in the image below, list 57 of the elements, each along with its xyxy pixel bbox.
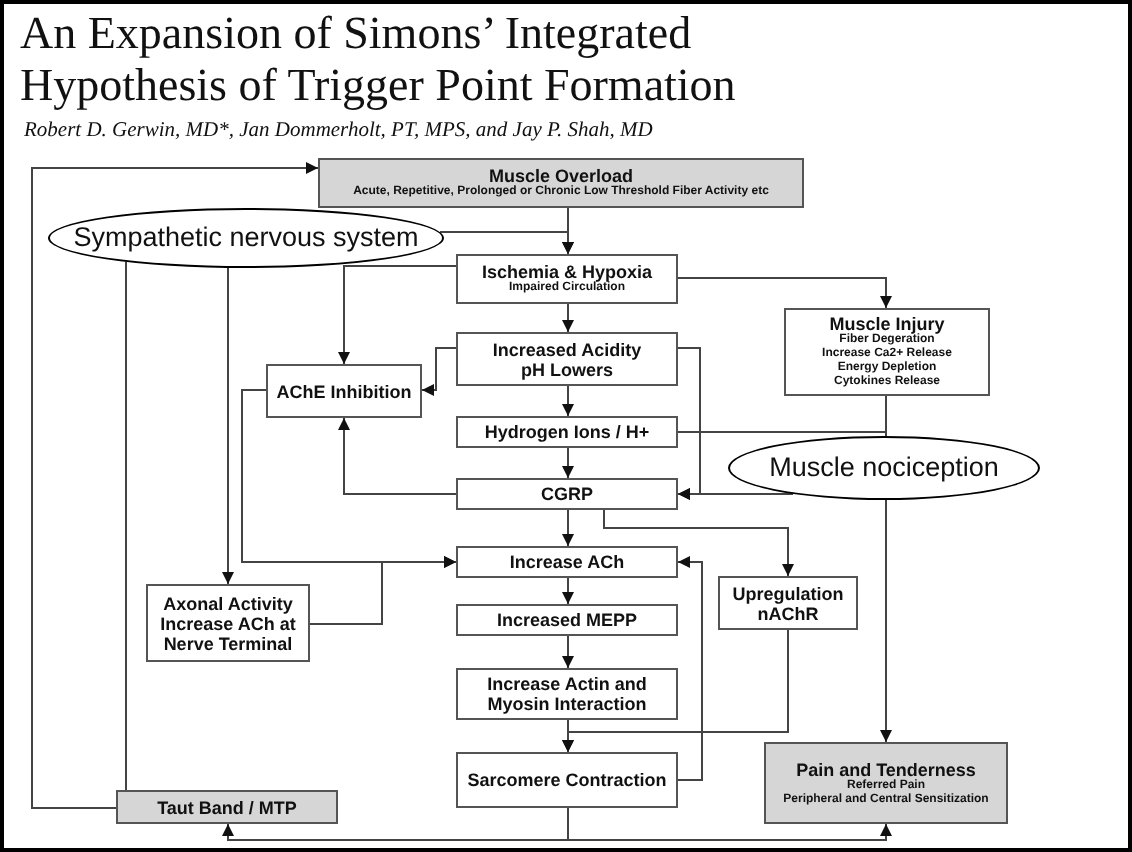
node-label: Sympathetic nervous system [73,222,419,254]
connector-arrow [222,266,234,585]
node-heading: Increase ACh at Nerve Terminal [158,613,298,653]
node-heading: AChE Inhibition [276,381,412,401]
node-heading: nAChR [757,603,819,623]
node-heading: Increase Actin and Myosin Interaction [485,674,649,714]
connector-arrow [562,635,574,669]
connector-arrow [562,447,574,479]
process-box [456,478,678,510]
node-heading: Increased Acidity [492,339,642,359]
connector-arrow [880,499,892,743]
highlight-box [116,790,338,824]
process-box [146,584,310,662]
highlight-box [318,158,804,208]
process-box [456,752,678,808]
author-line: Robert D. Gerwin, MD*, Jan Dommerholt, PT, MPS, and Jay P. Shah, MD [24,120,653,142]
node-heading: Pain and Tenderness [796,759,976,779]
connector-arrow [338,417,457,495]
connector-arrow [439,231,574,255]
process-box [456,604,678,636]
process-box [456,254,678,304]
node-heading: Muscle Injury [829,314,945,334]
highlight-box [764,742,1008,824]
node-heading: Ischemia & Hypoxia [481,262,653,282]
connector-arrow [562,509,574,547]
node-heading: Muscle Overload [488,166,634,186]
process-box [784,308,990,396]
connector-arrow [677,488,795,500]
process-box [266,364,422,418]
node-heading: Increased MEPP [496,610,638,630]
connector-arrow [562,303,574,333]
connector-arrow [562,629,789,753]
connector-arrow [338,265,457,365]
process-box [456,416,678,448]
connector-arrow [677,556,703,781]
node-heading: Hydrogen Ions / H+ [484,422,650,442]
connector-arrow [309,556,457,625]
node-heading: Axonal Activity [163,593,293,613]
process-box [456,668,678,720]
connector-arrow [567,807,892,841]
node-label: Muscle nociception [769,452,999,484]
process-box [456,546,678,578]
connector-arrow [562,577,574,605]
title: An Expansion of Simons’ Integrated Hypothesis of Trigger Point Formation [20,8,738,112]
connector-arrow [677,277,892,309]
connector-arrow [562,385,574,417]
node-heading: Upregulation [732,583,844,603]
process-box [456,332,678,386]
connector-arrow [603,509,794,577]
node-heading: Increase ACh [509,552,625,572]
connector-arrow [421,347,457,396]
connector-arrow [31,162,319,809]
node-heading: Sarcomere Contraction [467,770,667,790]
node-heading: pH Lowers [520,359,613,379]
node-heading: CGRP [540,484,593,504]
process-box [718,576,858,630]
node-heading: Taut Band / MTP [157,797,297,817]
